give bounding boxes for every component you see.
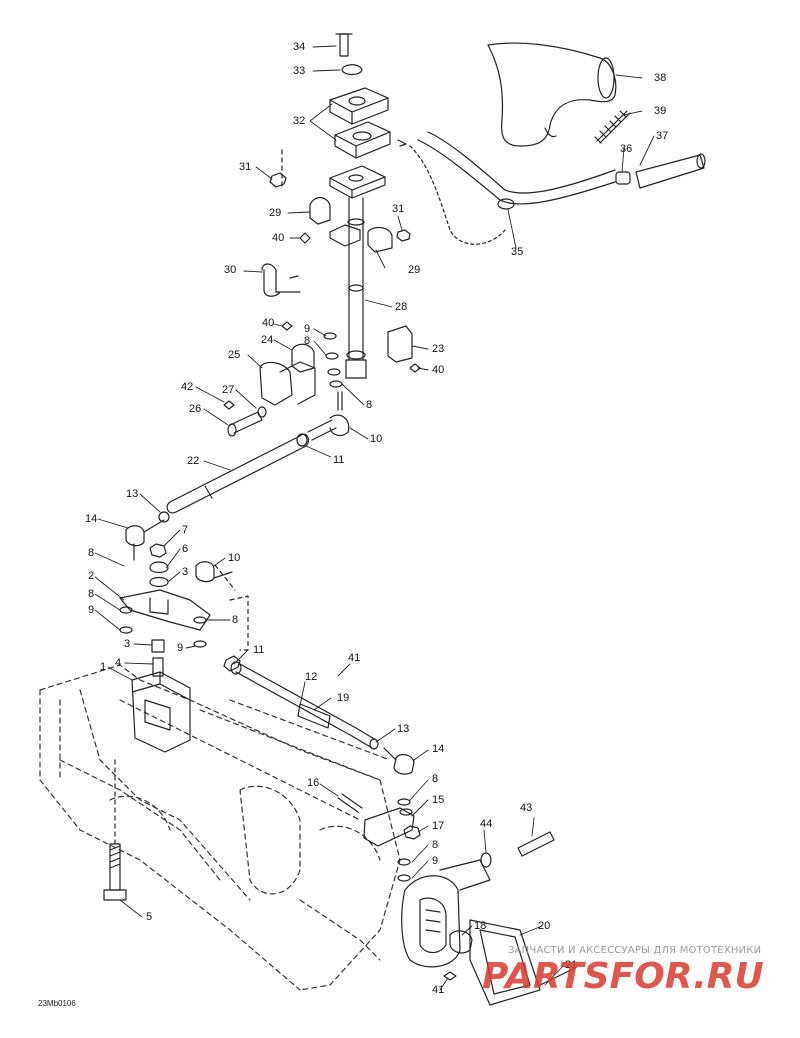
callout-3b[interactable]: 3 — [124, 638, 131, 650]
callout-33[interactable]: 33 — [293, 65, 306, 77]
callout-30[interactable]: 30 — [224, 264, 237, 276]
callout-23[interactable]: 23 — [432, 343, 445, 355]
callout-34[interactable]: 34 — [293, 41, 306, 53]
callout-38[interactable]: 38 — [654, 72, 667, 84]
lower-arm-parts — [337, 793, 421, 882]
callout-2[interactable]: 2 — [88, 570, 95, 582]
callout-12[interactable]: 12 — [305, 671, 318, 683]
callout-40[interactable]: 40 — [272, 232, 285, 244]
callout-40c[interactable]: 40 — [432, 364, 445, 376]
callout-8[interactable]: 8 — [304, 335, 311, 347]
callout-20[interactable]: 20 — [538, 920, 551, 932]
callout-43[interactable]: 43 — [520, 802, 533, 814]
callout-21[interactable]: 21 — [565, 959, 578, 971]
callout-44[interactable]: 44 — [480, 818, 493, 830]
svg-text:PARTSFOR.RU: PARTSFOR.RU — [482, 956, 764, 994]
callout-8e[interactable]: 8 — [232, 614, 239, 626]
frame-outline — [39, 664, 401, 991]
callout-16[interactable]: 16 — [307, 777, 320, 789]
callout-14[interactable]: 14 — [85, 513, 98, 525]
callout-29[interactable]: 29 — [269, 207, 282, 219]
callout-35[interactable]: 35 — [511, 246, 524, 258]
tie-rod-lower — [223, 655, 415, 775]
callout-36[interactable]: 36 — [620, 143, 633, 155]
callout-6[interactable]: 6 — [182, 543, 189, 555]
callout-42[interactable]: 42 — [181, 381, 194, 393]
callout-14b[interactable]: 14 — [432, 743, 445, 755]
callout-4[interactable]: 4 — [115, 657, 122, 669]
callout-8g[interactable]: 8 — [432, 839, 439, 851]
spring-part — [594, 110, 631, 144]
callout-31[interactable]: 31 — [239, 161, 252, 173]
callout-31b[interactable]: 31 — [392, 203, 405, 215]
callout-40b[interactable]: 40 — [262, 317, 275, 329]
clamp-parts — [261, 149, 411, 297]
callout-29b[interactable]: 29 — [408, 264, 421, 276]
watermark-text: ЗАПЧАСТИ И АКСЕССУАРЫ ДЛЯ МОТОТЕХНИКИ — [508, 945, 762, 956]
drawing-code: 23Mb0106 — [38, 999, 76, 1008]
callout-17[interactable]: 17 — [432, 820, 445, 832]
tie-rod-upper — [125, 391, 350, 561]
callout-24[interactable]: 24 — [261, 334, 274, 346]
steering-column-upper — [329, 33, 391, 379]
callout-41b[interactable]: 41 — [432, 984, 445, 996]
callout-8d[interactable]: 8 — [88, 588, 95, 600]
callout-10b[interactable]: 10 — [228, 552, 241, 564]
callout-13b[interactable]: 13 — [397, 723, 410, 735]
callout-8f[interactable]: 8 — [432, 773, 439, 785]
callout-7[interactable]: 7 — [182, 524, 189, 536]
bracket-parts — [223, 321, 421, 437]
callout-25[interactable]: 25 — [228, 349, 241, 361]
bolt-part — [103, 759, 127, 901]
throttle-cable-part — [397, 131, 706, 245]
callout-13[interactable]: 13 — [126, 488, 139, 500]
callout-9b[interactable]: 9 — [88, 604, 95, 616]
callout-28[interactable]: 28 — [395, 301, 408, 313]
callout-3[interactable]: 3 — [182, 566, 189, 578]
callout-10[interactable]: 10 — [370, 433, 383, 445]
callout-5[interactable]: 5 — [146, 911, 153, 923]
support-block-part — [131, 671, 191, 753]
callout-18[interactable]: 18 — [474, 920, 487, 932]
callout-9d[interactable]: 9 — [432, 855, 439, 867]
watermark-logo: PARTSFOR.RU — [478, 952, 798, 997]
callout-9[interactable]: 9 — [304, 323, 311, 335]
callout-37[interactable]: 37 — [656, 130, 669, 142]
callout-22[interactable]: 22 — [187, 455, 200, 467]
callout-11b[interactable]: 11 — [253, 644, 265, 656]
callout-1[interactable]: 1 — [100, 661, 107, 673]
callout-39[interactable]: 39 — [654, 105, 667, 117]
callout-26[interactable]: 26 — [189, 403, 202, 415]
callout-32[interactable]: 32 — [293, 115, 306, 127]
callout-11[interactable]: 11 — [333, 454, 345, 466]
callout-15[interactable]: 15 — [432, 794, 445, 806]
callout-27[interactable]: 27 — [222, 384, 235, 396]
callout-19[interactable]: 19 — [337, 692, 350, 704]
callout-41[interactable]: 41 — [348, 652, 361, 664]
callout-8c[interactable]: 8 — [88, 547, 95, 559]
callout-leaders — [94, 45, 655, 991]
callout-8b[interactable]: 8 — [366, 399, 373, 411]
callout-9c[interactable]: 9 — [177, 642, 184, 654]
handlebar-part — [487, 42, 617, 147]
